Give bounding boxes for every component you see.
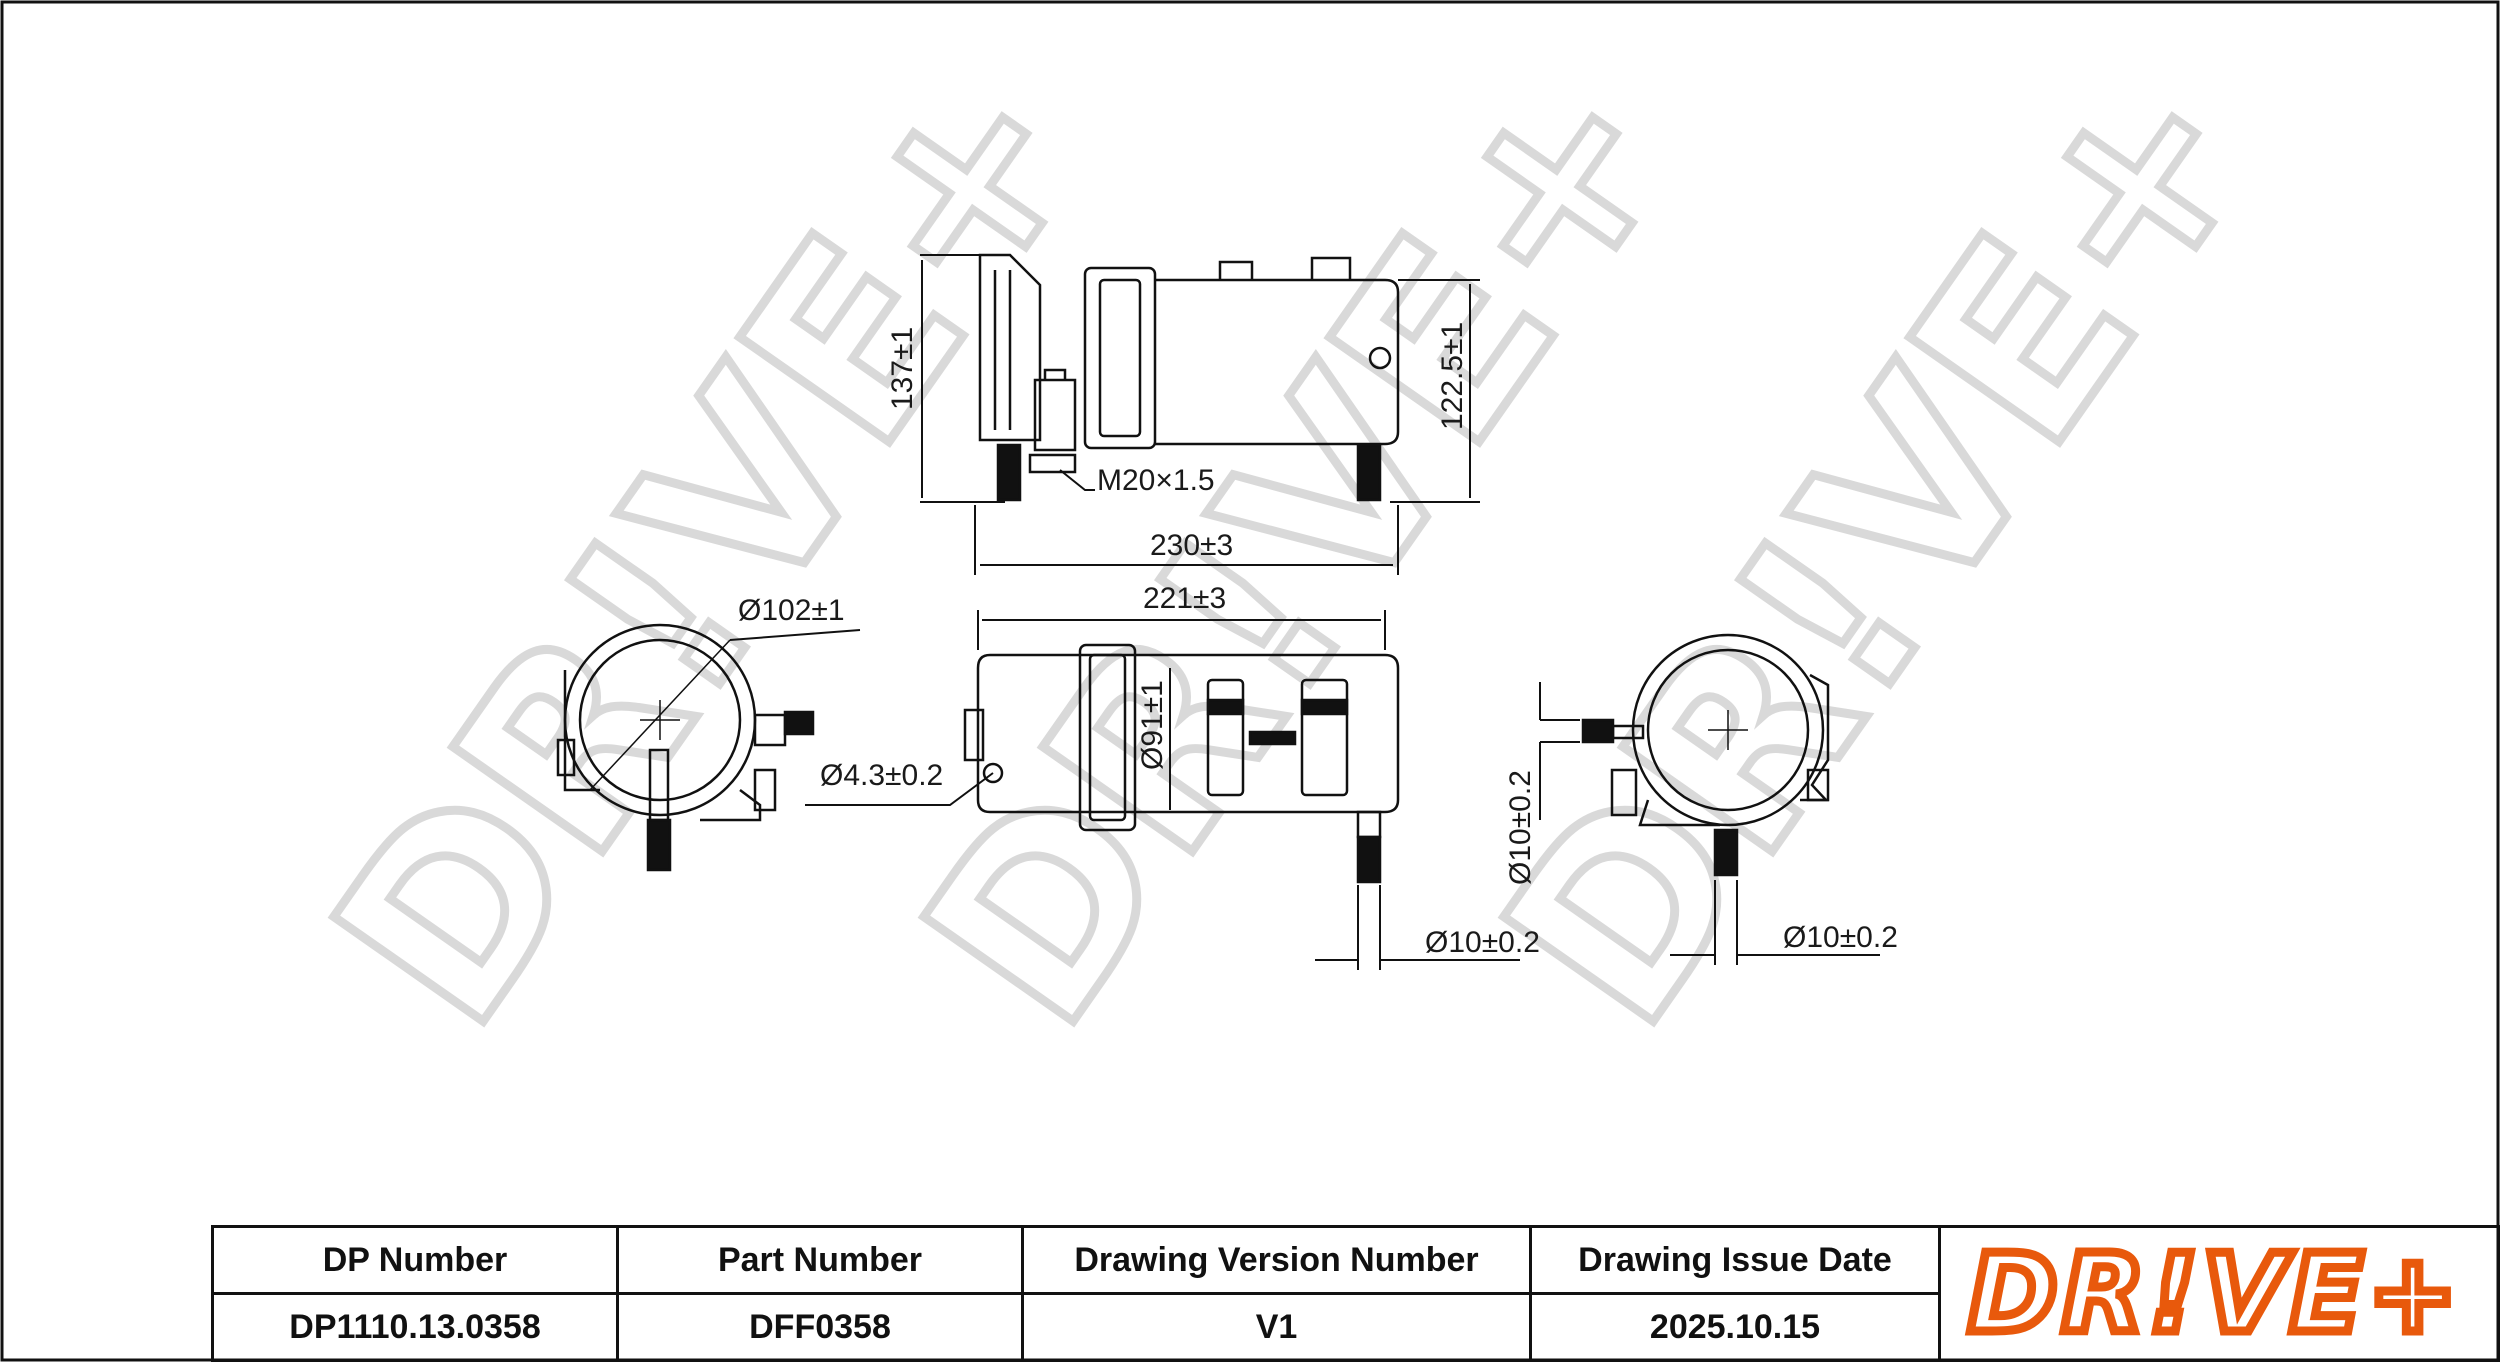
header-dp-number: DP Number: [211, 1225, 619, 1295]
value-drawing-issue-date: 2025.10.15: [1529, 1292, 1941, 1362]
end-view-right-dimensions: [1539, 682, 1880, 965]
watermark-group: DR!VE+ DR!VE+ DR!VE+: [275, 11, 2316, 1078]
dim-height-body: 122.5±1: [1436, 322, 1469, 430]
front-view: [963, 643, 1400, 884]
end-view-left-dimensions: [729, 629, 861, 641]
header-drawing-issue-date: Drawing Issue Date: [1529, 1225, 1941, 1295]
dim-diameter-body: Ø91±1: [1136, 680, 1169, 770]
header-part-number: Part Number: [616, 1225, 1024, 1295]
technical-drawing: DR!VE+ DR!VE+ DR!VE+ 137±1 12: [275, 11, 2316, 1078]
dim-length-total: 230±3: [1150, 529, 1233, 562]
dim-diameter-outer: Ø102±1: [738, 594, 845, 627]
title-block-header-row: DP Number Part Number Drawing Version Nu…: [211, 1225, 1941, 1295]
drive-logo: DR!VE+: [1963, 1239, 2462, 1349]
dim-diameter-pipe-vertical: Ø10±0.2: [1504, 770, 1537, 885]
dim-diameter-pipe-bottom-center: Ø10±0.2: [1425, 926, 1540, 959]
end-view-left: [556, 623, 815, 872]
dim-diameter-hole: Ø4.3±0.2: [820, 759, 943, 792]
dim-diameter-pipe-bottom-right: Ø10±0.2: [1783, 921, 1898, 954]
dim-length-body: 221±3: [1143, 582, 1226, 615]
value-drawing-version: V1: [1021, 1292, 1532, 1362]
end-view-right: [1581, 633, 1830, 877]
value-part-number: DFF0358: [616, 1292, 1024, 1362]
title-block-value-row: DP1110.13.0358 DFF0358 V1 2025.10.15: [211, 1292, 1941, 1362]
title-block: DP Number Part Number Drawing Version Nu…: [211, 1225, 2500, 1362]
title-block-table: DP Number Part Number Drawing Version Nu…: [211, 1225, 1941, 1362]
drive-logo-text: DR!VE+: [1968, 1239, 2462, 1349]
side-view: [978, 253, 1400, 502]
front-view-dimensions: [805, 610, 1520, 970]
header-drawing-version: Drawing Version Number: [1021, 1225, 1532, 1295]
dim-thread: M20×1.5: [1097, 464, 1215, 497]
dim-height-total: 137±1: [886, 327, 919, 410]
side-view-dimensions: [920, 254, 1480, 575]
logo-cell: DR!VE+: [1938, 1225, 2500, 1362]
value-dp-number: DP1110.13.0358: [211, 1292, 619, 1362]
